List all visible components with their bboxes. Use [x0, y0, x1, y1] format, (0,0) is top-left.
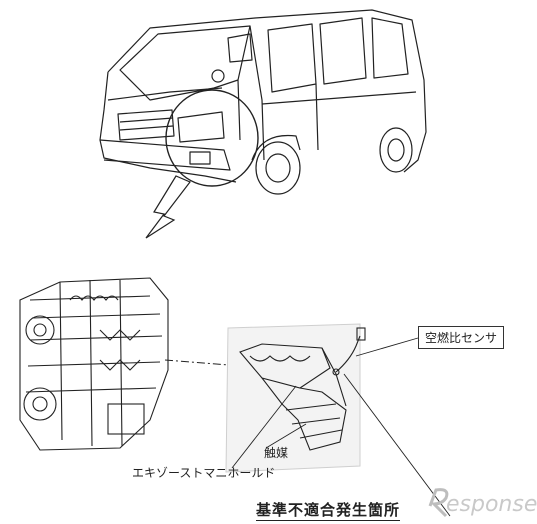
- air-fuel-sensor-illustration: [332, 327, 366, 376]
- title: 基準不適合発生箇所: [256, 501, 401, 521]
- arrow-icon: [145, 175, 191, 239]
- label-catalyst: 触媒: [264, 446, 289, 460]
- watermark-text: esponse.: [446, 492, 537, 517]
- label-exhaust-manifold: エキゾーストマニホールド: [132, 466, 276, 480]
- engine-illustration: [19, 277, 169, 451]
- van-illustration: [99, 9, 427, 195]
- label-air-fuel-sensor: 空燃比センサ: [418, 326, 505, 349]
- exhaust-manifold-illustration: [239, 343, 347, 451]
- watermark-logo-icon: [428, 488, 449, 518]
- leader-lines: [231, 337, 451, 517]
